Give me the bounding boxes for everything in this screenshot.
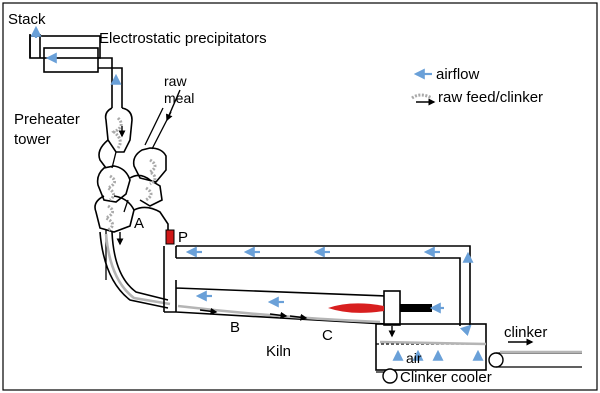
legend: airflow raw feed/clinker xyxy=(411,66,543,106)
preheater-tower xyxy=(94,107,169,280)
kiln-flame xyxy=(328,303,384,313)
label-point-b: B xyxy=(230,319,240,336)
label-stack: Stack xyxy=(8,11,46,28)
feed-legend-icon xyxy=(411,93,433,100)
label-point-p: P xyxy=(178,229,188,246)
label-kiln: Kiln xyxy=(266,343,291,360)
label-clinker-cooler: Clinker cooler xyxy=(400,369,492,386)
cooler-fan xyxy=(382,368,398,384)
raw-meal-arrow xyxy=(166,89,181,122)
rotary-kiln xyxy=(164,280,432,326)
stack-and-precipitator xyxy=(29,34,123,108)
legend-feed-label: raw feed/clinker xyxy=(438,89,543,106)
label-raw: raw xyxy=(164,73,187,89)
label-point-a: A xyxy=(134,215,144,232)
riser-duct xyxy=(163,246,177,312)
label-point-c: C xyxy=(322,327,333,344)
label-air: air xyxy=(406,350,422,366)
label-preheater: Preheater xyxy=(14,111,80,128)
label-meal: meal xyxy=(164,90,194,106)
precalciner-burner xyxy=(165,229,175,245)
preheater-to-kiln-duct xyxy=(99,231,169,309)
clinker-crusher-roll xyxy=(488,352,504,368)
label-clinker: clinker xyxy=(504,324,547,341)
tertiary-air-duct xyxy=(176,245,471,326)
label-tower: tower xyxy=(14,131,51,148)
label-electrostatic-precipitators: Electrostatic precipitators xyxy=(99,30,267,47)
feed-direction-arrows xyxy=(116,126,396,338)
clinker-cooler-unit xyxy=(375,323,582,384)
legend-airflow-label: airflow xyxy=(436,66,480,83)
airflow-arrows xyxy=(30,25,484,361)
raw-meal-inlet xyxy=(144,107,172,150)
